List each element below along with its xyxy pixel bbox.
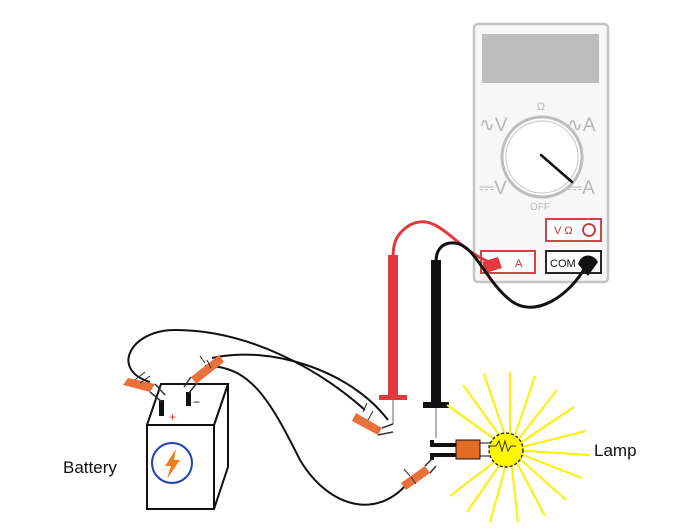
jack-amps-label: A xyxy=(515,258,523,270)
test-leads xyxy=(379,220,598,438)
lamp xyxy=(430,372,591,523)
black-plug xyxy=(578,255,598,276)
battery-plus-sign: + xyxy=(169,410,176,424)
meter-dial-inner xyxy=(505,120,579,194)
dial-label-ohm: Ω xyxy=(537,101,545,113)
dial-pointer xyxy=(539,153,574,184)
battery-post-negative xyxy=(186,392,191,406)
jumper-wires xyxy=(127,328,411,506)
battery-label: Battery xyxy=(63,458,117,477)
jumper-wire-lamp xyxy=(204,364,411,506)
dial-label-ac-amps: ∿A xyxy=(567,115,596,136)
jumper-wire-negative xyxy=(211,353,389,421)
black-probe-handle[interactable] xyxy=(431,260,441,402)
black-probe-guard xyxy=(423,402,449,408)
jack-v-ohm-label: V Ω xyxy=(554,225,573,237)
red-plug xyxy=(482,257,502,273)
multimeter: Ω ∿V ∿A ⎓V ⎓A OFF V Ω A COM xyxy=(472,22,610,284)
alligator-clips xyxy=(123,355,437,490)
black-lead-cable xyxy=(434,241,588,309)
red-probe-handle[interactable] xyxy=(388,255,398,395)
dial-label-dc-amps: ⎓A xyxy=(567,178,595,199)
clip-red-probe[interactable] xyxy=(352,402,394,436)
lightning-bolt-icon xyxy=(165,449,180,479)
jumper-wire-positive xyxy=(127,328,366,411)
lamp-label: Lamp xyxy=(594,441,637,460)
clip-battery-positive[interactable] xyxy=(123,371,166,403)
lamp-terminal-bottom xyxy=(430,453,456,460)
lamp-terminal-top xyxy=(430,440,456,447)
red-probe-guard xyxy=(379,395,407,400)
bulb-glass xyxy=(488,432,524,468)
battery-post-positive xyxy=(159,400,164,416)
jack-com-label: COM xyxy=(550,258,576,270)
jack-v-ohm-socket xyxy=(582,223,596,237)
clip-battery-negative[interactable] xyxy=(183,355,224,394)
clip-lamp[interactable] xyxy=(401,458,437,490)
dial-label-off: OFF xyxy=(530,202,550,213)
lamp-base xyxy=(455,439,481,460)
bulb-filament xyxy=(488,439,516,453)
dial-label-ac-volts: ∿V xyxy=(479,115,508,136)
dial-label-dc-volts: ⎓V xyxy=(479,178,507,199)
battery-minus-sign: − xyxy=(193,395,200,409)
battery: + − xyxy=(145,383,230,510)
meter-display xyxy=(482,34,599,83)
